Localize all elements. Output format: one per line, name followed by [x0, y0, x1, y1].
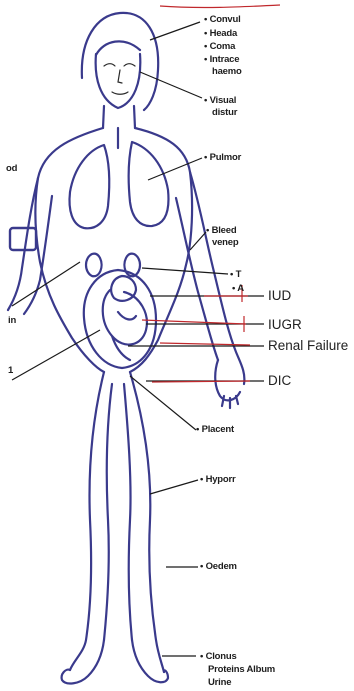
pointer-legs	[150, 480, 198, 494]
label-urine: Urine	[208, 678, 231, 688]
label-left-fragment-2: in	[8, 316, 16, 326]
label-clonus: • Clonus	[200, 652, 237, 662]
label-pulmonary: • Pulmor	[204, 153, 252, 163]
uterus-outline	[84, 270, 156, 368]
label-iud: IUD	[268, 289, 291, 303]
left-leg-outline	[70, 372, 112, 670]
label-placenta: • Placent	[196, 425, 248, 435]
hair-outline	[82, 13, 158, 110]
label-visual-1: • Visual	[204, 96, 252, 106]
left-eye	[104, 64, 115, 66]
pointer-left-2	[12, 330, 100, 380]
left-lung	[70, 145, 110, 228]
label-left-fragment-3: 1	[8, 366, 13, 376]
right-foot	[132, 640, 168, 682]
label-intracranial-1: • Intrace	[204, 55, 252, 65]
label-bleeding-2: venep	[212, 238, 252, 248]
red-mark-3	[160, 343, 250, 345]
arm-cuff	[10, 228, 36, 250]
label-oedema: • Oedem	[200, 562, 248, 572]
label-dic: DIC	[268, 374, 291, 388]
label-proteins: Proteins Album	[208, 665, 275, 675]
label-iugr: IUGR	[268, 318, 302, 332]
pointer-eyes	[140, 72, 202, 98]
mouth	[112, 92, 128, 94]
label-visual-2: distur	[212, 108, 252, 118]
label-coma: • Coma	[204, 42, 252, 52]
right-leg-outline	[124, 372, 164, 672]
label-headache: • Heada	[204, 29, 252, 39]
label-renal-failure: Renal Failure	[268, 339, 348, 353]
neck-outline	[103, 106, 135, 128]
torso-right-outline	[130, 128, 192, 372]
right-eye	[124, 64, 135, 66]
label-left-fragment-1: od	[6, 164, 17, 174]
pointer-placenta	[130, 376, 196, 430]
fetus-head	[111, 276, 136, 301]
left-kidney	[86, 254, 102, 277]
label-convulsions: • Convul	[204, 15, 252, 25]
top-red-mark	[160, 5, 280, 8]
label-bleeding-1: • Bleed	[206, 226, 252, 236]
label-hyperreflexia: • Hyporr	[200, 475, 248, 485]
left-arm-outline	[8, 178, 52, 314]
fringe	[96, 41, 140, 55]
label-intracranial-2: haemo	[212, 67, 252, 77]
torso-left-outline	[35, 128, 104, 372]
pointer-head	[150, 22, 200, 40]
right-lung	[129, 142, 169, 226]
pointer-blood	[190, 232, 206, 250]
label-a-fragment: • A	[232, 284, 250, 294]
label-t-fragment: • T	[230, 270, 250, 280]
right-hand-outline	[215, 360, 240, 408]
nose	[118, 70, 122, 83]
